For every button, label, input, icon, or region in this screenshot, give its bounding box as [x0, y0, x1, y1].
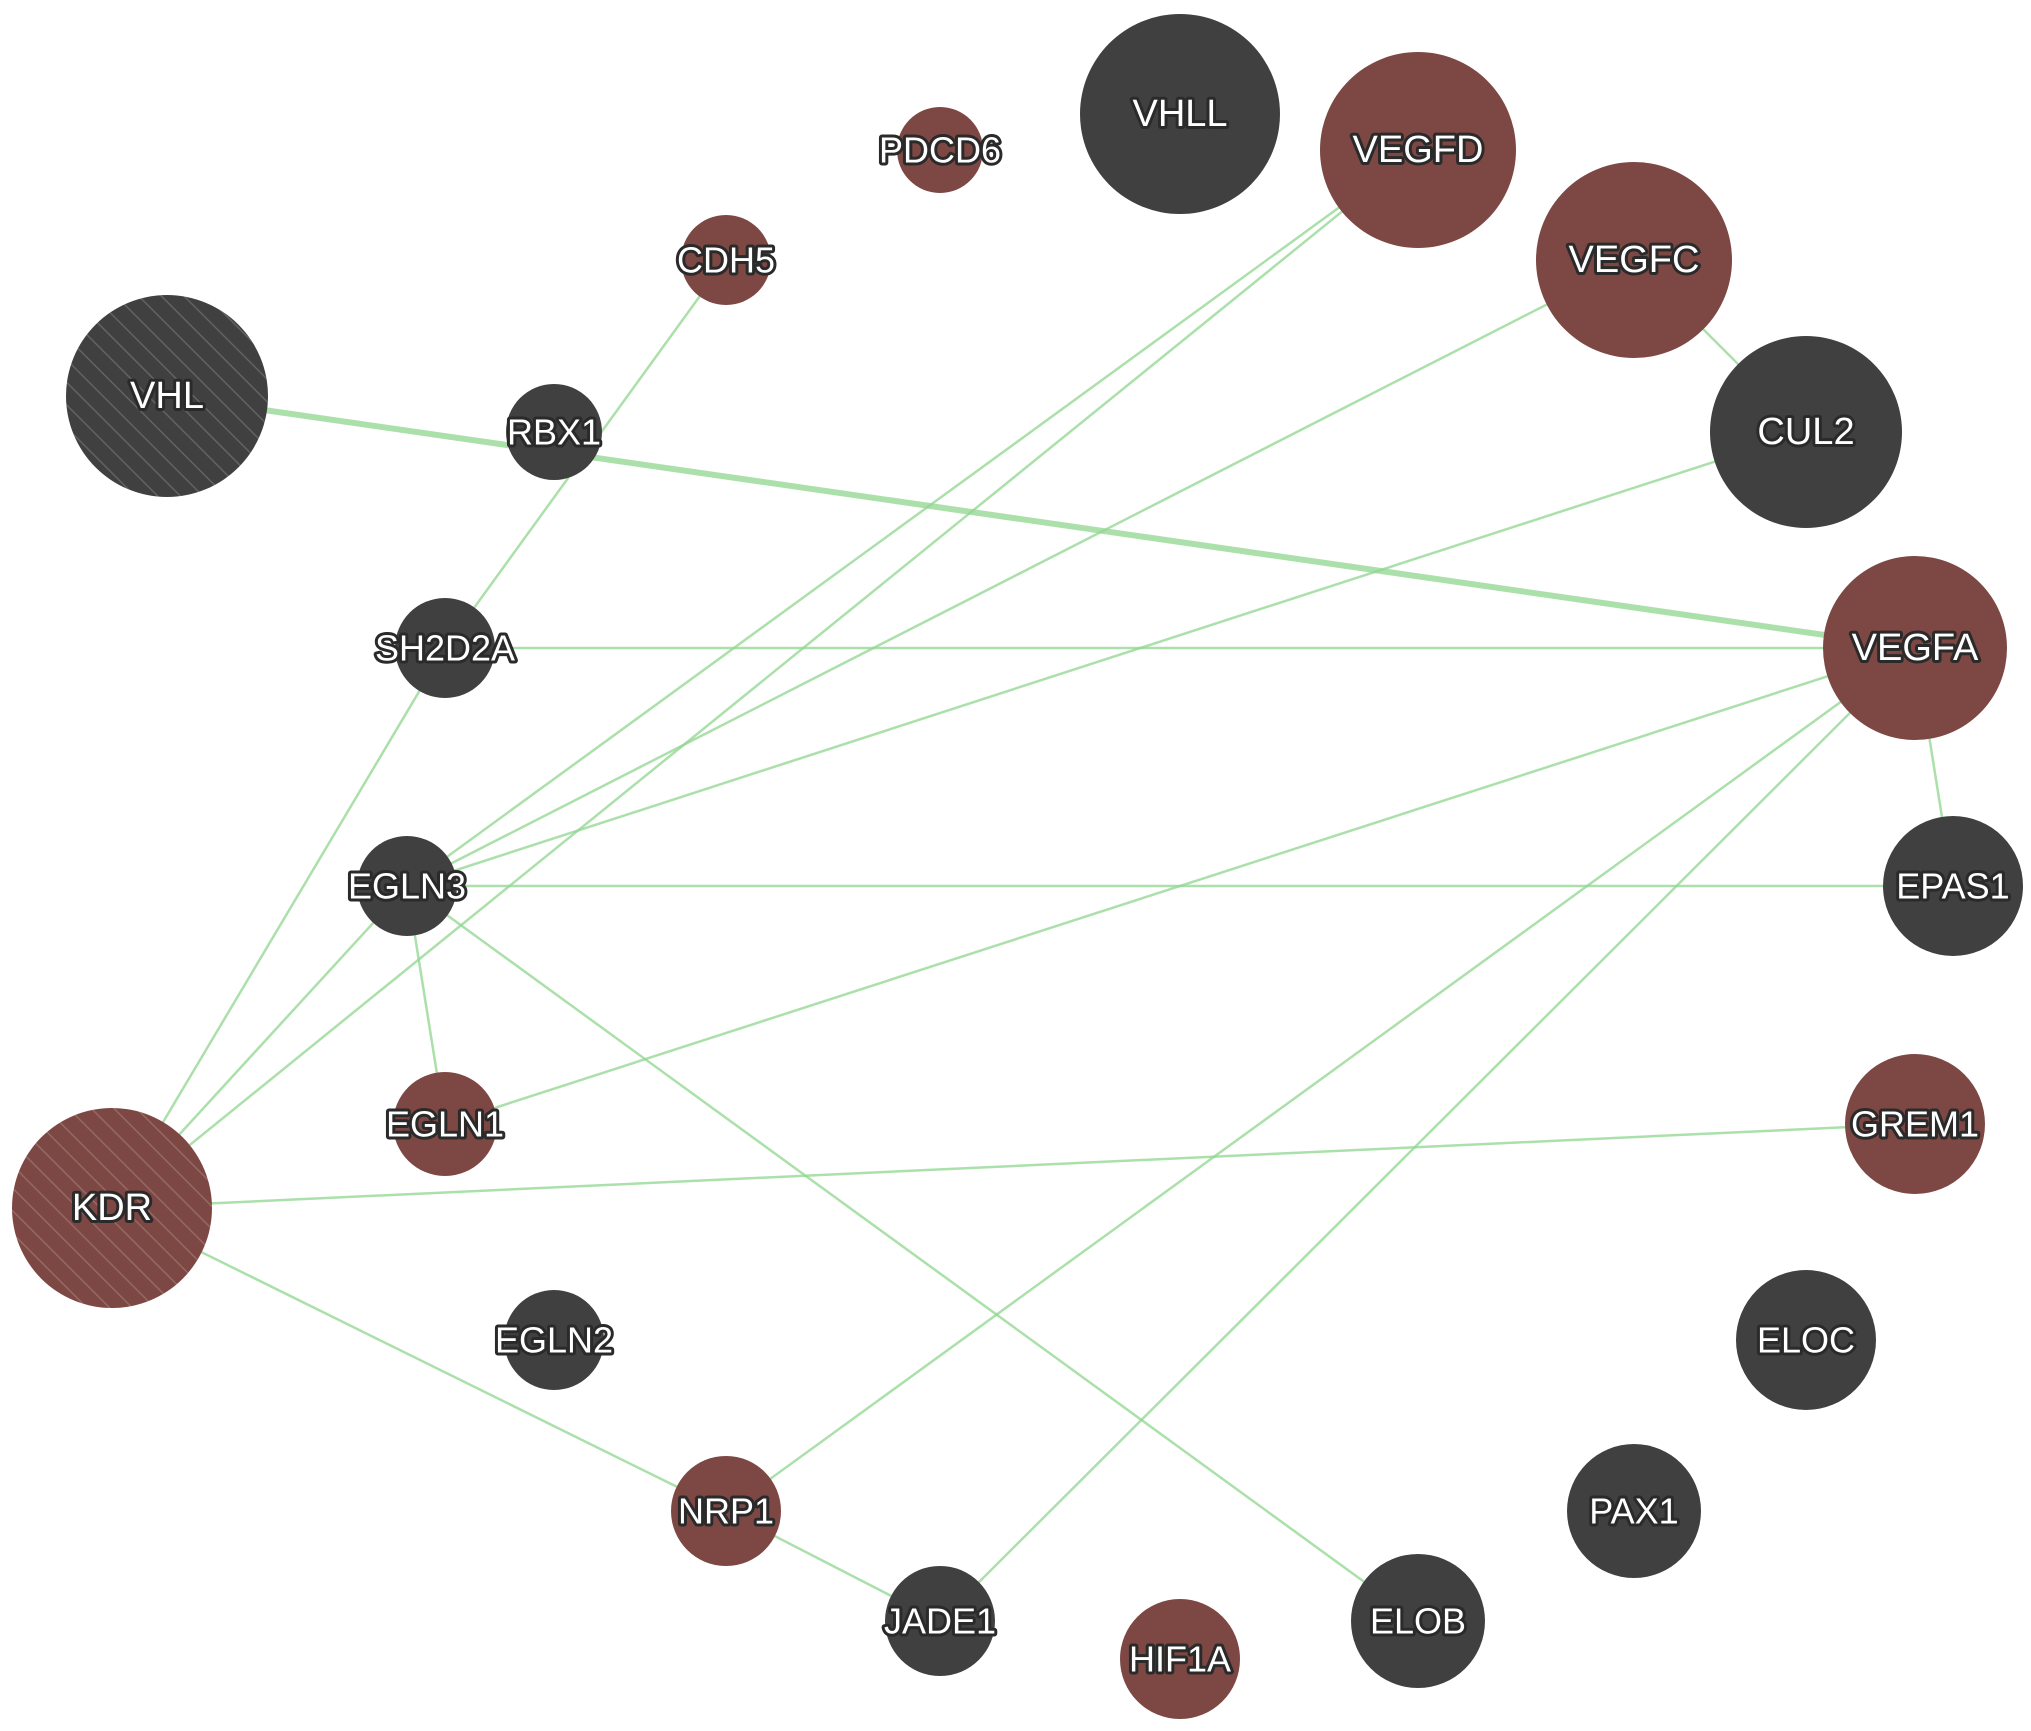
node-circle-vegfa[interactable]	[1823, 556, 2007, 740]
edge-kdr-grem1	[111, 1122, 1916, 1210]
node-grem1[interactable]: GREM1	[1845, 1054, 1985, 1194]
node-hatch-kdr	[12, 1108, 212, 1308]
node-label-cdh5: CDH5	[677, 240, 775, 281]
node-label-pax1: PAX1	[1589, 1491, 1678, 1532]
node-egln3[interactable]: EGLN3	[345, 836, 469, 936]
node-label-cul2: CUL2	[1757, 411, 1854, 453]
node-circle-pax1[interactable]	[1567, 1444, 1701, 1578]
node-elob[interactable]: ELOB	[1351, 1554, 1485, 1688]
node-label-jade1: JADE1	[884, 1601, 996, 1642]
node-label-vegfc: VEGFC	[1569, 239, 1700, 281]
node-label-vhll: VHLL	[1132, 93, 1227, 135]
node-vegfc[interactable]: VEGFC	[1536, 162, 1732, 358]
node-rbx1[interactable]: RBX1	[504, 384, 604, 480]
node-circle-egln3[interactable]	[357, 836, 457, 936]
node-pax1[interactable]: PAX1	[1567, 1444, 1701, 1578]
node-epas1[interactable]: EPAS1	[1883, 816, 2023, 956]
edge-egln3-cul2	[406, 430, 1807, 888]
node-label-pdcd6: PDCD6	[879, 130, 1001, 171]
node-vhl[interactable]: VHL	[66, 295, 268, 497]
node-circle-vhll[interactable]	[1080, 14, 1280, 214]
node-circle-pdcd6[interactable]	[897, 107, 983, 193]
node-vhll[interactable]: VHLL	[1080, 14, 1280, 214]
node-circle-epas1[interactable]	[1883, 816, 2023, 956]
edge-nrp1-vegfa	[725, 646, 1916, 1513]
node-circle-hif1a[interactable]	[1120, 1599, 1240, 1719]
edge-egln3-elob	[406, 884, 1419, 1623]
node-label-rbx1: RBX1	[507, 412, 601, 453]
node-eloc[interactable]: ELOC	[1736, 1270, 1876, 1410]
node-label-egln2: EGLN2	[495, 1320, 613, 1361]
node-label-vegfd: VEGFD	[1353, 129, 1484, 171]
node-vegfa[interactable]: VEGFA	[1823, 556, 2007, 740]
node-circle-vegfd[interactable]	[1320, 52, 1516, 248]
node-label-hif1a: HIF1A	[1129, 1639, 1231, 1680]
edge-egln3-vegfc	[406, 258, 1635, 888]
node-sh2d2a[interactable]: SH2D2A	[372, 598, 518, 698]
node-label-nrp1: NRP1	[678, 1491, 774, 1532]
node-circle-egln1[interactable]	[393, 1072, 497, 1176]
node-cul2[interactable]: CUL2	[1710, 336, 1902, 528]
node-label-grem1: GREM1	[1851, 1104, 1979, 1145]
node-circle-eloc[interactable]	[1736, 1270, 1876, 1410]
node-label-sh2d2a: SH2D2A	[375, 628, 515, 669]
node-vegfd[interactable]: VEGFD	[1320, 52, 1516, 248]
edge-kdr-vegfd	[111, 149, 1419, 1209]
node-circle-rbx1[interactable]	[506, 384, 602, 480]
edge-kdr-nrp1	[111, 1206, 727, 1513]
node-egln1[interactable]: EGLN1	[383, 1072, 507, 1176]
node-label-egln1: EGLN1	[386, 1104, 504, 1145]
node-circle-elob[interactable]	[1351, 1554, 1485, 1688]
node-circle-grem1[interactable]	[1845, 1054, 1985, 1194]
node-label-elob: ELOB	[1370, 1601, 1466, 1642]
node-circle-cdh5[interactable]	[681, 215, 771, 305]
node-cdh5[interactable]: CDH5	[674, 215, 778, 305]
node-egln2[interactable]: EGLN2	[492, 1290, 616, 1390]
node-label-kdr: KDR	[72, 1187, 152, 1229]
node-circle-vegfc[interactable]	[1536, 162, 1732, 358]
node-pdcd6[interactable]: PDCD6	[876, 107, 1004, 193]
node-label-vegfa: VEGFA	[1852, 627, 1979, 669]
node-circle-egln2[interactable]	[504, 1290, 604, 1390]
edge-egln1-vegfa	[444, 646, 1916, 1126]
node-nrp1[interactable]: NRP1	[671, 1456, 781, 1566]
node-label-eloc: ELOC	[1757, 1320, 1855, 1361]
edge-vhl-vegfa	[166, 393, 1916, 651]
node-hif1a[interactable]: HIF1A	[1120, 1599, 1240, 1719]
edge-kdr-sh2d2a	[110, 647, 447, 1209]
node-circle-cul2[interactable]	[1710, 336, 1902, 528]
node-label-vhl: VHL	[130, 375, 204, 417]
edge-jade1-vegfa	[939, 647, 1916, 1622]
node-circle-nrp1[interactable]	[671, 1456, 781, 1566]
edge-egln3-vegfd	[406, 148, 1419, 888]
node-hatch-vhl	[66, 295, 268, 497]
node-label-egln3: EGLN3	[348, 866, 466, 907]
node-kdr[interactable]: KDR	[12, 1108, 212, 1308]
node-circle-jade1[interactable]	[885, 1566, 995, 1676]
node-label-epas1: EPAS1	[1896, 866, 2009, 907]
node-circle-sh2d2a[interactable]	[395, 598, 495, 698]
node-jade1[interactable]: JADE1	[881, 1566, 999, 1676]
